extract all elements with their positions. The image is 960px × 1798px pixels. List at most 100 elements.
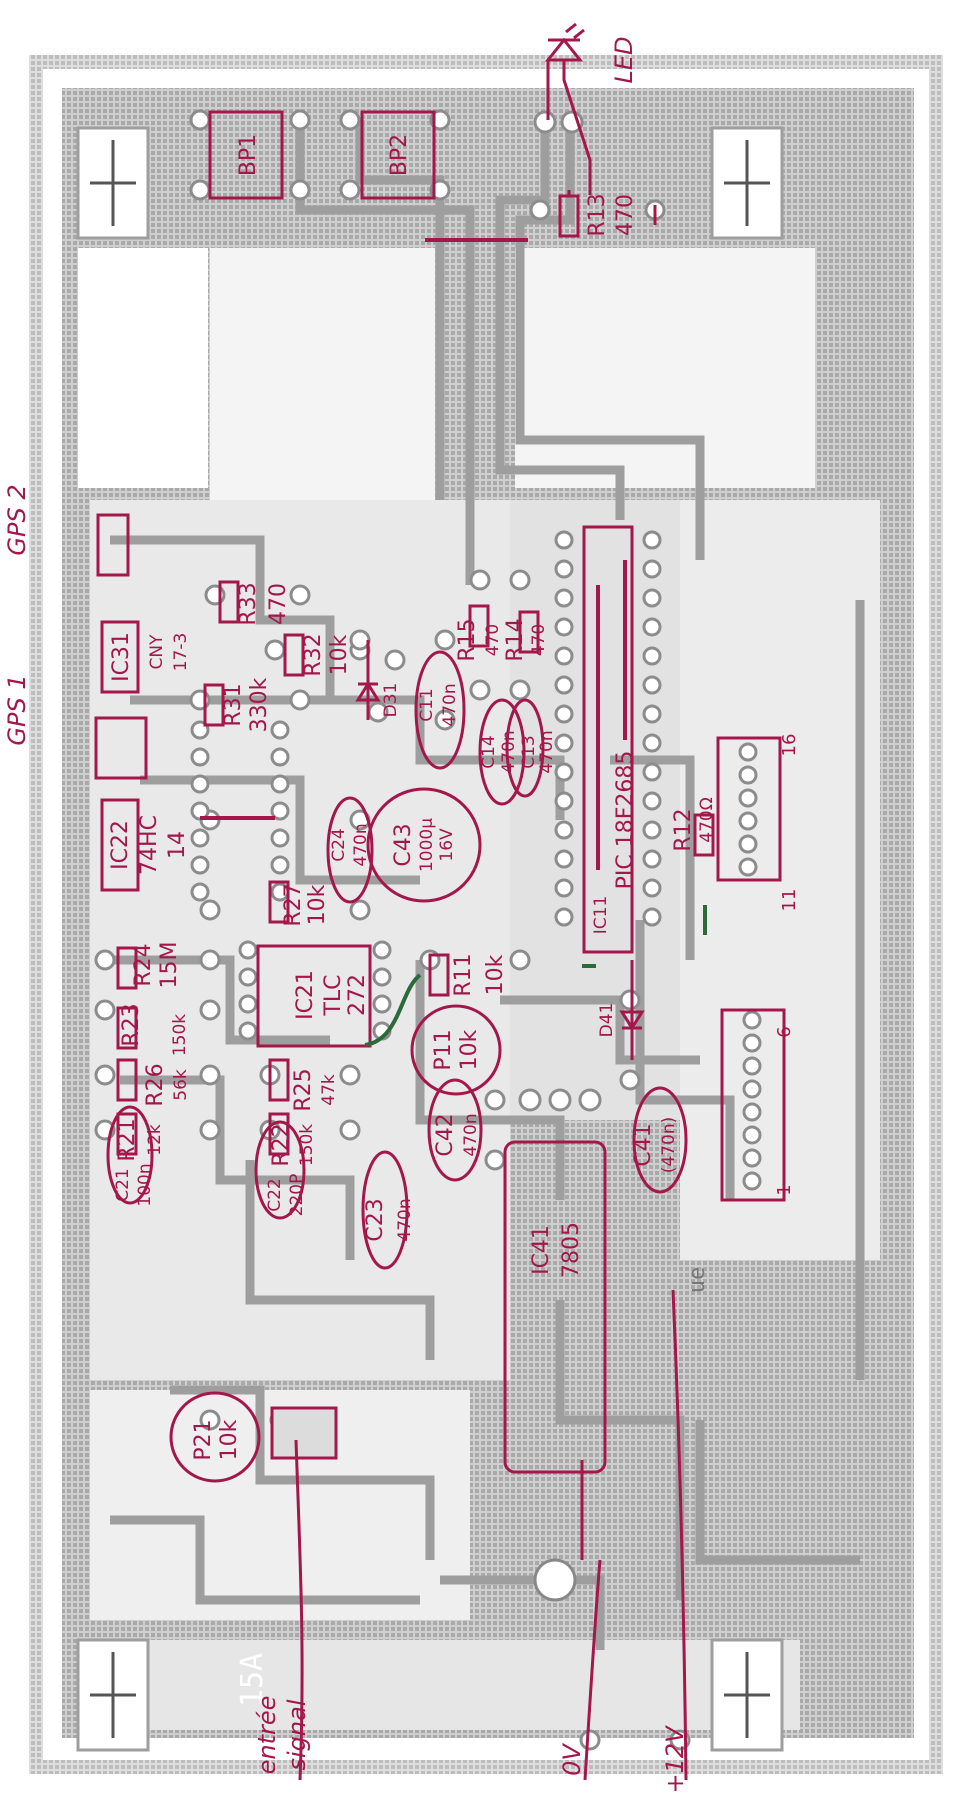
label-r26: R26 (143, 1063, 168, 1106)
pad (642, 878, 662, 898)
label-r12-value: 470Ω (697, 797, 717, 842)
pad (642, 762, 662, 782)
c43-outline (366, 787, 482, 903)
label-ic31: IC31 (109, 632, 134, 682)
ic22-outline (100, 798, 140, 892)
pad (554, 878, 574, 898)
label-c24: C24 (329, 828, 349, 862)
external-labels: GPS 2 GPS 1 LED entrée signal 0V +12V (3, 36, 689, 1793)
label-r26-value: 56k (171, 1069, 191, 1101)
pad (738, 742, 758, 762)
pad (642, 849, 662, 869)
label-r32: R32 (301, 633, 326, 676)
pad (554, 559, 574, 579)
p11-outline (410, 1004, 502, 1096)
jumper-wires (200, 238, 707, 1047)
label-r13: R13 (585, 193, 610, 236)
ic31-outline (100, 620, 140, 694)
pad (554, 675, 574, 695)
component-labels: BP1 BP2 R13 470 R33 470 IC31 CNY 17-3 R3… (108, 134, 800, 1461)
pad (642, 733, 662, 753)
led-label: LED (610, 36, 638, 83)
label-c42-value: 470n (461, 1113, 481, 1156)
copper-text: FMAT ex 40e 15A ue (95, 306, 710, 1707)
pad (642, 559, 662, 579)
pad (372, 967, 392, 987)
pad (738, 857, 758, 877)
label-ic11: IC11 (591, 896, 611, 935)
label-r25-value: 47k (319, 1074, 339, 1106)
pad (742, 1079, 762, 1099)
p21-connector (270, 1406, 338, 1460)
bp2-outline (360, 110, 436, 200)
component-outlines (94, 110, 786, 1483)
bp1-outline (208, 110, 284, 200)
label-bp2: BP2 (387, 134, 412, 176)
label-c14: C14 (479, 735, 499, 769)
gps2-connector (96, 513, 130, 577)
pad (372, 940, 392, 960)
label-c22: C22 (265, 1178, 285, 1212)
label-r23: R23 (119, 1003, 144, 1046)
label-c41-value: (470n) (659, 1117, 679, 1174)
label-r13-value: 470 (613, 194, 638, 236)
pad (742, 1033, 762, 1053)
label-r31-value: 330k (247, 677, 272, 732)
pad (190, 882, 210, 902)
pad (238, 940, 258, 960)
label-bp1: BP1 (236, 134, 261, 176)
label-c11-value: 470n (440, 683, 460, 726)
label-ic21: IC21 (293, 970, 318, 1020)
component-pads (94, 109, 691, 1751)
label-c21: C21 (113, 1168, 133, 1202)
pad (742, 1010, 762, 1030)
pad (554, 820, 574, 840)
label-r27-value: 10k (305, 884, 330, 925)
gps1-label: GPS 1 (3, 674, 31, 745)
board-outline (29, 55, 943, 1774)
label-r15: R15 (455, 618, 480, 661)
gps2-label: GPS 2 (3, 484, 31, 555)
label-r33-value: 470 (266, 583, 291, 625)
label-pin6: 6 (774, 1026, 795, 1037)
pad (554, 704, 574, 724)
ic11-outline (582, 525, 634, 954)
pad (270, 855, 290, 875)
pad (554, 588, 574, 608)
label-r21: R21 (115, 1118, 140, 1161)
pad (742, 1102, 762, 1122)
copper-traces (110, 120, 865, 1650)
label-tlc: TLC (321, 974, 346, 1016)
pad (372, 994, 392, 1014)
pad (190, 747, 210, 767)
pad (554, 733, 574, 753)
label-c43-value: 1000µ (417, 818, 437, 872)
label-ic22-value2: 14 (165, 831, 190, 859)
pad (642, 704, 662, 724)
pad (642, 675, 662, 695)
label-d41: D41 (597, 1003, 617, 1038)
label-r22: R22 (269, 1123, 294, 1166)
label-p21: P21 (191, 1419, 216, 1460)
label-tlc-model: 272 (345, 974, 370, 1016)
label-c11: C11 (417, 688, 437, 722)
label-r14-value: 470 (529, 624, 549, 656)
zero-v-label: 0V (558, 1743, 586, 1776)
pad (742, 1125, 762, 1145)
pad (270, 801, 290, 821)
label-pin16: 16 (779, 734, 800, 757)
entree-label: entrée (253, 1696, 281, 1775)
pad (270, 828, 290, 848)
label-pic: PIC 18F2685 (613, 751, 638, 890)
label-c13: C13 (519, 735, 539, 769)
pad (238, 994, 258, 1014)
pad (738, 765, 758, 785)
label-r15-value: 470 (483, 624, 503, 656)
pad (738, 834, 758, 854)
copper-text-bottom-right: ue (685, 1267, 710, 1294)
copper-text-corner: 15A (235, 1653, 270, 1707)
label-ic41-value: 7805 (559, 1222, 584, 1278)
ic11-pads (554, 530, 762, 1191)
label-ic41: IC41 (529, 1225, 554, 1275)
